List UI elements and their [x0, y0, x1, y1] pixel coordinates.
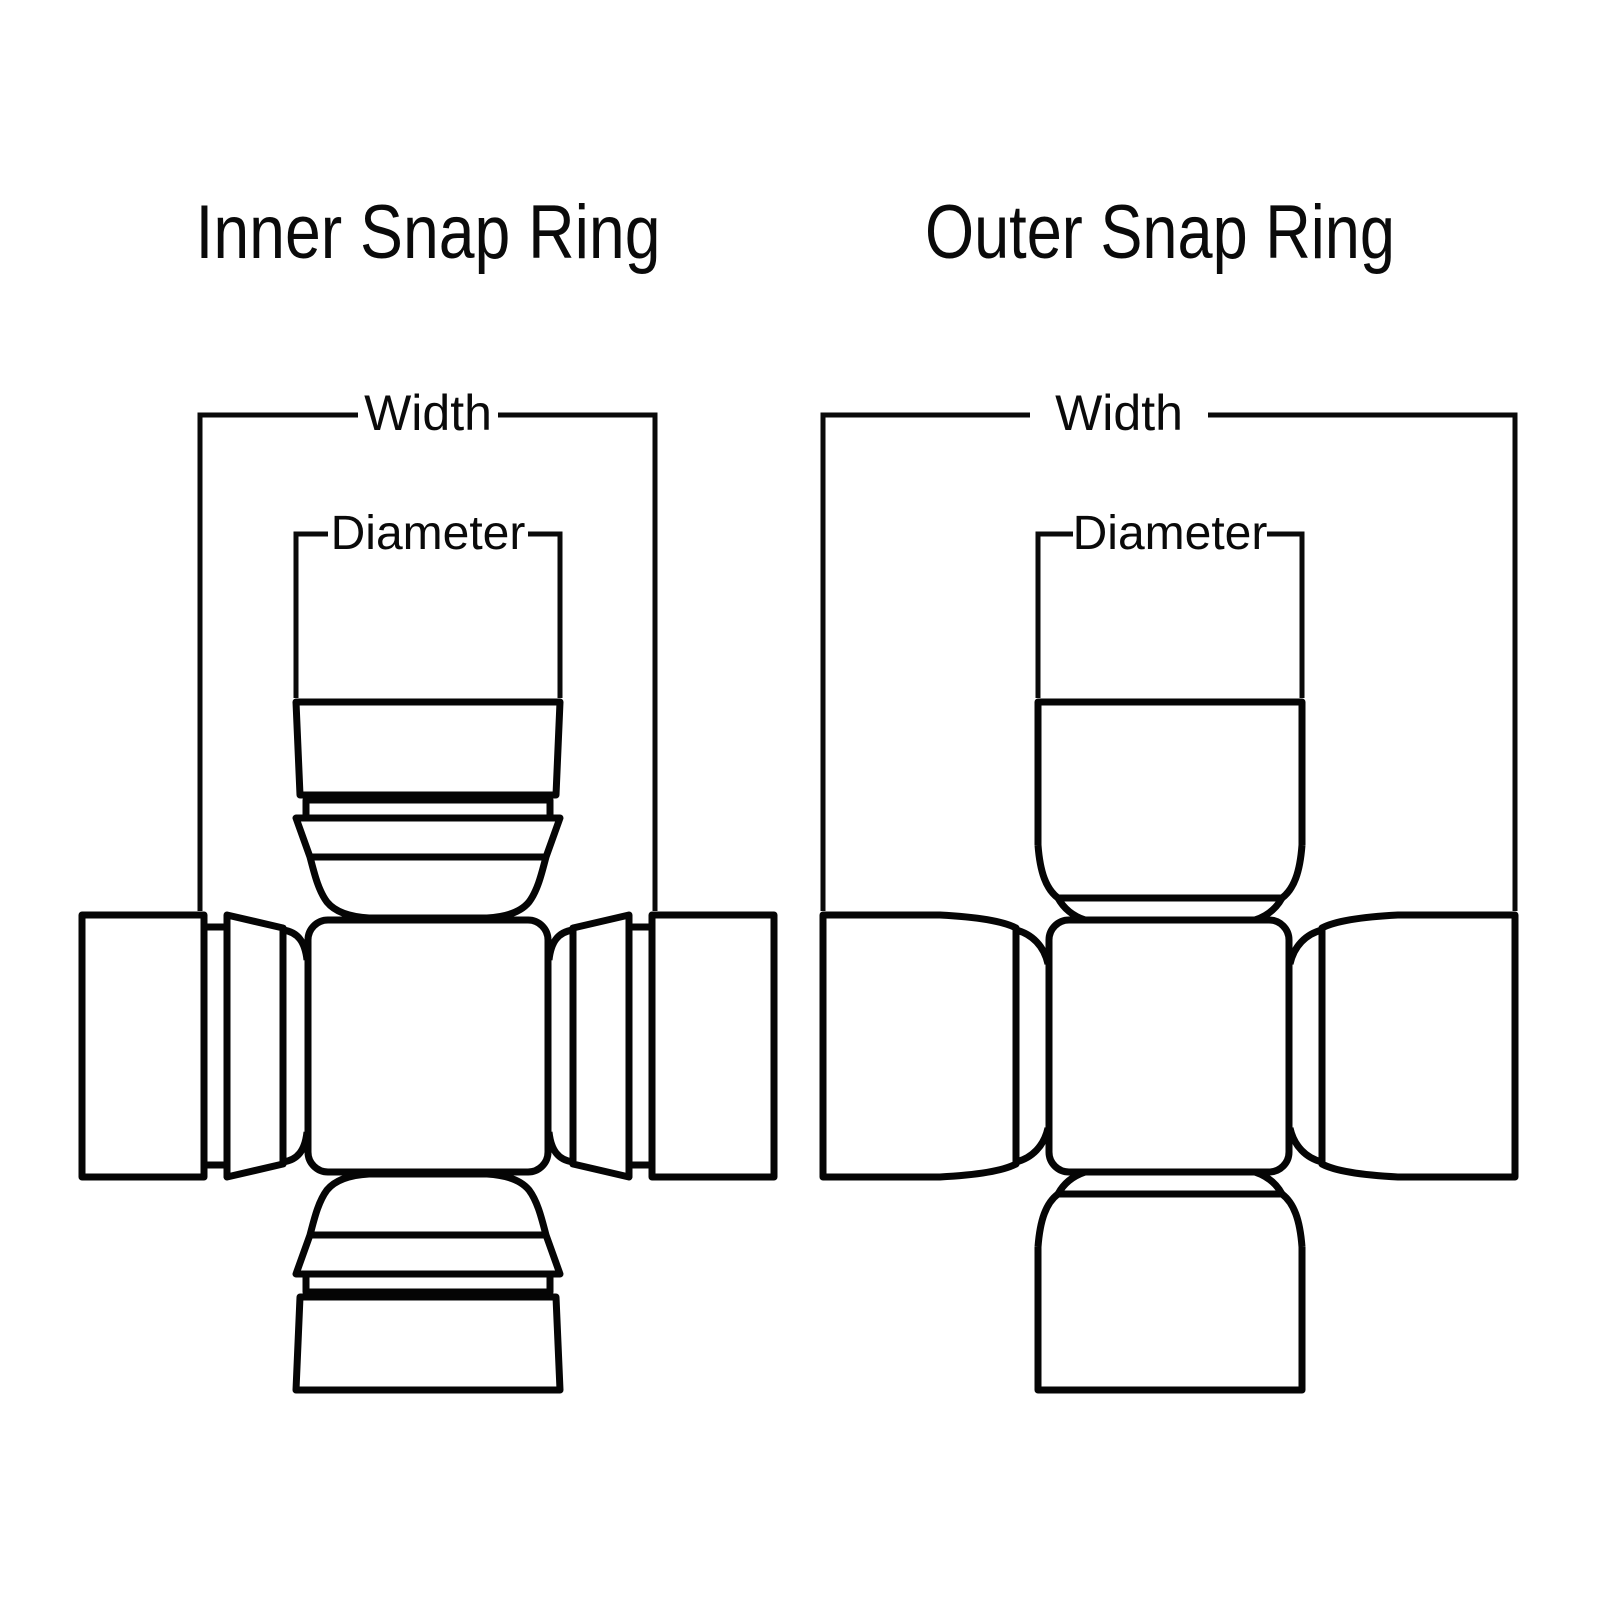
diameter-bracket-left [1035, 531, 1073, 698]
snap-ring-groove-bottom [302, 1274, 554, 1296]
cap-taper-bottom-left [1034, 1191, 1061, 1248]
diagram-title-outer: Outer Snap Ring [925, 190, 1395, 275]
width-bracket-right [498, 412, 658, 911]
cap-taper-bottom-right [1279, 1191, 1306, 1248]
bearing-cap-right [648, 911, 778, 1181]
bearing-cap-top [1034, 698, 1306, 845]
width-dimension-label: Width [364, 385, 492, 441]
width-bracket-right [1208, 412, 1518, 911]
diagram-title-inner: Inner Snap Ring [196, 190, 661, 275]
diameter-bracket-left [293, 531, 328, 698]
seal-fillet-left-bottom [282, 1131, 311, 1166]
width-bracket-left [820, 412, 1030, 911]
cross-body [1045, 916, 1293, 1176]
width-dimension-label: Width [1055, 385, 1183, 441]
seal-top [292, 814, 564, 922]
seal-fillet-left-top [1014, 926, 1052, 965]
seal-right [569, 911, 633, 1181]
seal-fillet-right-top [545, 926, 574, 961]
diameter-dimension-label: Diameter [1073, 507, 1268, 560]
diameter-dimension-label: Diameter [331, 507, 526, 560]
width-bracket-left [197, 412, 358, 911]
snap-ring-groove-top [302, 796, 554, 818]
bearing-cap-bottom [1034, 1247, 1306, 1394]
outer-snap-ring-diagram: Outer Snap Ring Width Diameter [819, 190, 1519, 1394]
cap-taper-top-left [1034, 844, 1061, 901]
bearing-cap-left [819, 911, 1020, 1181]
bearing-cap-right [1318, 911, 1519, 1181]
seal-left [223, 911, 287, 1181]
seal-fillet-right-bottom [1286, 1127, 1324, 1166]
cap-taper-top-right [1279, 844, 1306, 901]
bearing-cap-bottom [292, 1293, 564, 1394]
diameter-bracket-right [1267, 531, 1305, 698]
seal-bottom [292, 1170, 564, 1278]
diameter-bracket-right [528, 531, 563, 698]
seal-fillet-right-bottom [545, 1131, 574, 1166]
seal-fillet-left-bottom [1014, 1127, 1052, 1166]
bearing-cap-top [292, 698, 564, 799]
seal-fillet-left-top [282, 926, 311, 961]
bearing-cap-left [78, 911, 208, 1181]
seal-fillet-right-top [1286, 926, 1324, 965]
inner-snap-ring-diagram: Inner Snap Ring Width Diameter [78, 190, 778, 1394]
cross-body [304, 916, 552, 1176]
